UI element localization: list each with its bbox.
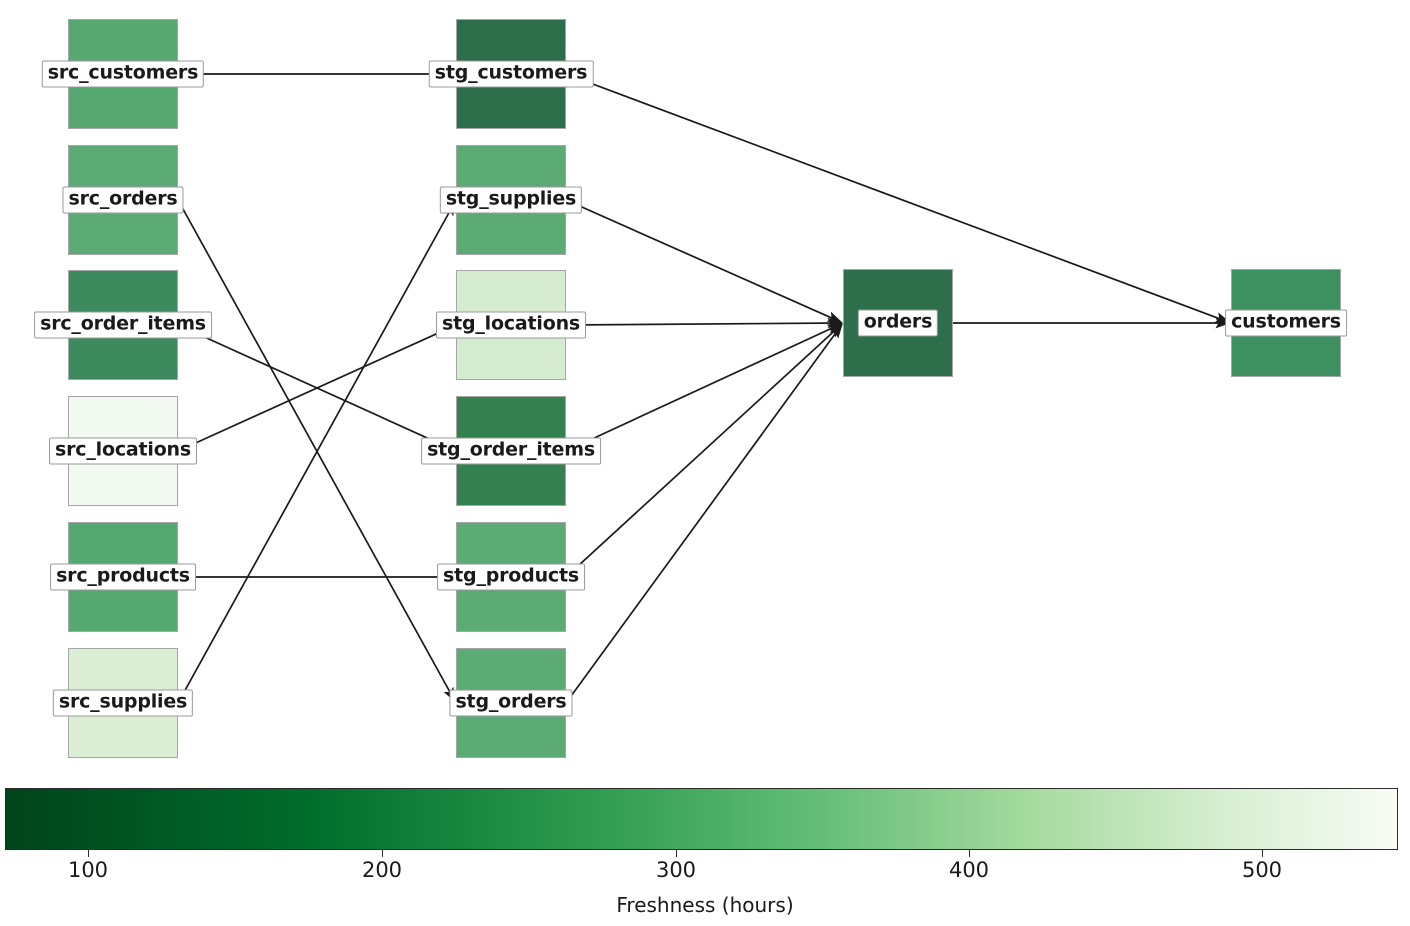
node-label-src_customers[interactable]: src_customers <box>41 60 205 88</box>
node-label-stg_supplies[interactable]: stg_supplies <box>439 186 583 214</box>
edge-stg_supplies-to-orders <box>565 199 843 323</box>
node-label-src_orders[interactable]: src_orders <box>62 186 184 214</box>
colorbar-tick-label-100: 100 <box>67 858 109 882</box>
colorbar-tick-label-400: 400 <box>948 858 990 882</box>
node-label-stg_locations[interactable]: stg_locations <box>435 311 587 339</box>
colorbar-tick-100 <box>88 850 89 857</box>
colorbar-tick-label-300: 300 <box>655 858 697 882</box>
colorbar-tick-label-500: 500 <box>1241 858 1283 882</box>
node-label-orders[interactable]: orders <box>857 309 939 337</box>
node-label-stg_products[interactable]: stg_products <box>437 563 585 591</box>
node-label-src_supplies[interactable]: src_supplies <box>52 689 194 717</box>
edge-stg_customers-to-customers <box>565 73 1231 324</box>
edge-stg_order_items-to-orders <box>565 323 843 452</box>
colorbar-tick-300 <box>676 850 677 857</box>
colorbar-tick-400 <box>969 850 970 857</box>
node-label-stg_orders[interactable]: stg_orders <box>449 689 573 717</box>
colorbar: 100 200 300 400 500 <box>5 788 1398 882</box>
edge-src_supplies-to-stg_supplies <box>177 200 456 704</box>
node-label-src_order_items[interactable]: src_order_items <box>34 311 212 339</box>
node-label-stg_customers[interactable]: stg_customers <box>428 60 594 88</box>
edge-stg_orders-to-orders <box>565 323 843 704</box>
colorbar-tick-200 <box>382 850 383 857</box>
node-label-src_locations[interactable]: src_locations <box>49 437 197 465</box>
colorbar-tick-500 <box>1262 850 1263 857</box>
edge-stg_products-to-orders <box>565 323 843 578</box>
node-label-customers[interactable]: customers <box>1225 309 1347 337</box>
node-label-stg_order_items[interactable]: stg_order_items <box>421 437 601 465</box>
edge-src_locations-to-stg_locations <box>177 325 456 452</box>
edge-stg_locations-to-orders <box>565 317 843 329</box>
colorbar-axis-label: Freshness (hours) <box>616 893 794 917</box>
colorbar-tick-label-200: 200 <box>361 858 403 882</box>
node-label-src_products[interactable]: src_products <box>50 563 196 591</box>
colorbar-gradient <box>5 788 1398 850</box>
